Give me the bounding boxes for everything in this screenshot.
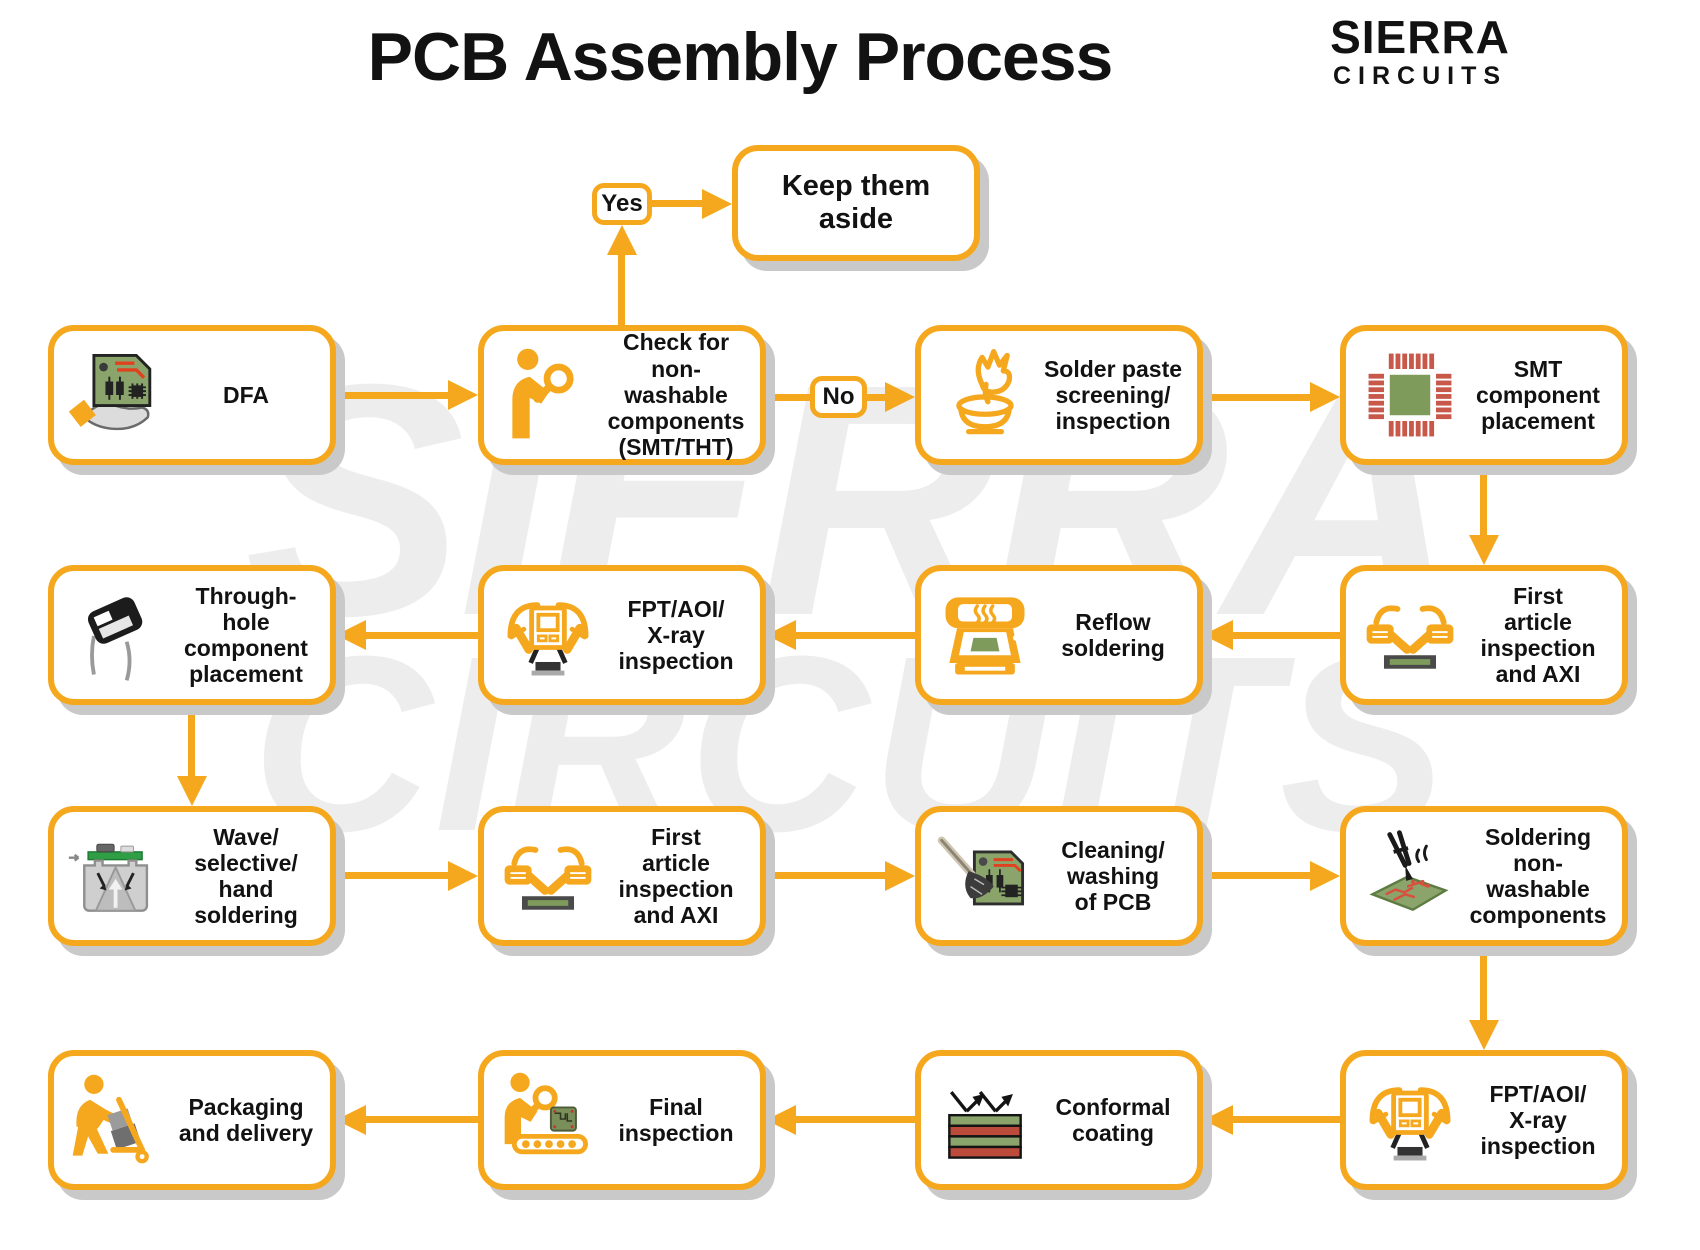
node-fpt-xray-1: FPT/AOI/ X-ray inspection [478, 565, 766, 705]
arrow-check-to-yes [618, 255, 625, 325]
arrowhead [1310, 861, 1340, 891]
arrow-wave-to-first-article2 [336, 872, 448, 879]
node-smt-placement: SMT component placement [1340, 325, 1628, 465]
delivery-handtruck-icon [64, 1059, 172, 1181]
node-label: Reflow soldering [1061, 608, 1165, 661]
decision-pill-no: No [810, 376, 867, 418]
node-label: Packaging and delivery [178, 1093, 314, 1146]
node-wave-soldering: Wave/ selective/ hand soldering [48, 806, 336, 946]
arrowhead [1203, 620, 1233, 650]
watermark-circuits: CIRCUITS [251, 604, 1449, 883]
arrow-solder-to-smt [1203, 394, 1310, 401]
node-label: Cleaning/ washing of PCB [1061, 836, 1165, 916]
arrow-through-hole-to-wave [188, 705, 195, 776]
node-label: Keep them aside [781, 169, 931, 235]
probing-hands-icon [1356, 574, 1464, 696]
arrow-yes-to-keep-aside [652, 200, 702, 207]
node-label: Conformal coating [1055, 1093, 1171, 1146]
arrowhead [1203, 1105, 1233, 1135]
arrow-smt-to-first-article [1480, 465, 1487, 535]
arrowhead [177, 776, 207, 806]
through-hole-component-icon [64, 574, 172, 696]
arrow-final-to-packaging [366, 1116, 478, 1123]
person-magnifier-icon [494, 334, 602, 456]
node-solder-paste: Solder paste screening/ inspection [915, 325, 1203, 465]
node-reflow: Reflow soldering [915, 565, 1203, 705]
arrow-fpt-to-through-hole [366, 632, 478, 639]
node-packaging: Packaging and delivery [48, 1050, 336, 1190]
node-label: Solder paste screening/ inspection [1043, 355, 1183, 435]
no-label: No [822, 383, 855, 410]
wave-solder-machine-icon [64, 815, 172, 937]
arrow-check-to-no [766, 394, 810, 401]
solder-paste-bowl-icon [931, 334, 1039, 456]
reflow-oven-icon [931, 574, 1039, 696]
brush-cleaning-pcb-icon [931, 815, 1039, 937]
inspection-machine-icon [1356, 1059, 1464, 1181]
arrow-no-to-solder-paste [867, 394, 885, 401]
node-cleaning: Cleaning/ washing of PCB [915, 806, 1203, 946]
node-label: Through- hole component placement [184, 582, 308, 688]
node-label: First article inspection and AXI [618, 823, 734, 929]
node-label: Soldering non-washable components [1469, 823, 1607, 929]
arrowhead [766, 620, 796, 650]
node-label: Final inspection [618, 1093, 734, 1146]
node-label: FPT/AOI/ X-ray inspection [618, 595, 734, 675]
inspection-machine-icon [494, 574, 602, 696]
node-final-inspection: Final inspection [478, 1050, 766, 1190]
node-fpt-xray-2: FPT/AOI/ X-ray inspection [1340, 1050, 1628, 1190]
arrow-first-article-to-reflow [1233, 632, 1340, 639]
logo-name: SIERRA [1330, 11, 1510, 63]
logo-sub: CIRCUITS [1332, 62, 1508, 90]
arrowhead [336, 1105, 366, 1135]
conformal-coating-layers-icon [931, 1059, 1039, 1181]
node-conformal: Conformal coating [915, 1050, 1203, 1190]
smt-chip-icon [1356, 334, 1464, 456]
yes-label: Yes [601, 190, 643, 217]
node-label: SMT component placement [1476, 355, 1600, 435]
node-keep-them-aside: Keep them aside [732, 145, 980, 261]
node-label: Wave/ selective/ hand soldering [194, 823, 298, 929]
arrow-soldering-to-fpt2 [1480, 946, 1487, 1020]
arrowhead [1469, 535, 1499, 565]
node-label: First article inspection and AXI [1480, 582, 1596, 688]
arrowhead [336, 620, 366, 650]
node-dfa: DFA [48, 325, 336, 465]
arrowhead [702, 189, 732, 219]
decision-pill-yes: Yes [592, 183, 652, 225]
page-title: PCB Assembly Process [367, 19, 1114, 95]
soldering-iron-icon [1356, 815, 1464, 937]
arrow-dfa-to-check [336, 392, 448, 399]
arrowhead [885, 861, 915, 891]
node-label: Check for non-washable components (SMT/T… [607, 329, 745, 461]
arrow-fpt2-to-conformal [1233, 1116, 1340, 1123]
node-label: DFA [223, 381, 269, 408]
node-first-article-1: First article inspection and AXI [1340, 565, 1628, 705]
node-check-nonwashable: Check for non-washable components (SMT/T… [478, 325, 766, 465]
arrow-first-article2-to-cleaning [766, 872, 885, 879]
arrowhead [1469, 1020, 1499, 1050]
hand-holding-pcb-icon [64, 334, 172, 456]
node-first-article-2: First article inspection and AXI [478, 806, 766, 946]
sierra-circuits-logo: SIERRA CIRCUITS [1300, 14, 1540, 91]
arrow-cleaning-to-soldering [1203, 872, 1310, 879]
arrow-reflow-to-fpt [796, 632, 915, 639]
node-soldering-nonwashable: Soldering non-washable components [1340, 806, 1628, 946]
arrowhead [607, 225, 637, 255]
arrowhead [448, 861, 478, 891]
arrowhead [448, 380, 478, 410]
final-inspection-icon [494, 1059, 602, 1181]
node-label: FPT/AOI/ X-ray inspection [1480, 1080, 1596, 1160]
arrowhead [1310, 382, 1340, 412]
node-through-hole: Through- hole component placement [48, 565, 336, 705]
arrow-conformal-to-final [796, 1116, 915, 1123]
arrowhead [885, 382, 915, 412]
arrowhead [766, 1105, 796, 1135]
probing-hands-icon [494, 815, 602, 937]
